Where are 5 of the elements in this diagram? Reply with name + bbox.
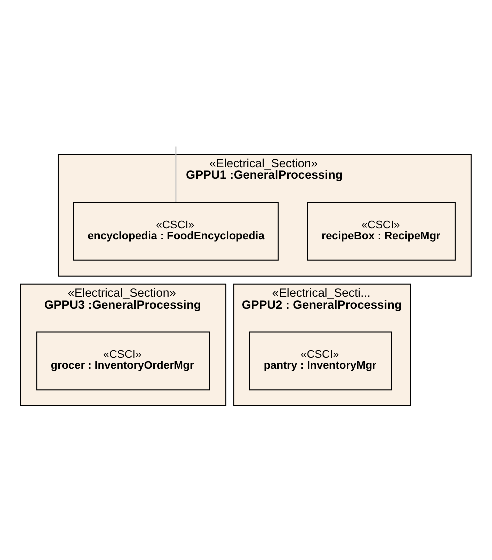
node-box: «CSCI» encyclopedia : FoodEncyclopedia — [73, 202, 279, 261]
node-box: «CSCI» grocer : InventoryOrderMgr — [36, 332, 210, 391]
node-box: «CSCI» pantry : InventoryMgr — [250, 332, 392, 391]
connector — [176, 146, 177, 203]
node-box: «CSCI» recipeBox : RecipeMgr — [307, 202, 456, 261]
